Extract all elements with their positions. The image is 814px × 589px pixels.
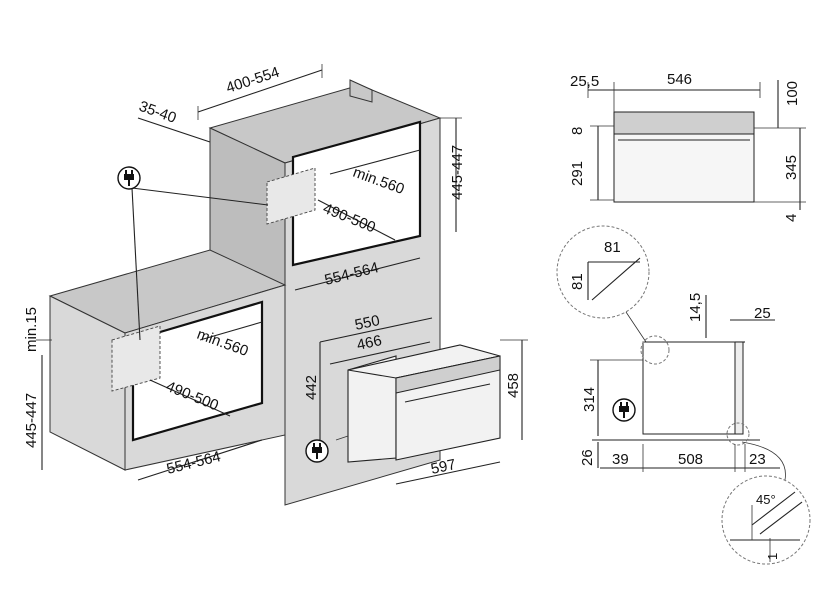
dim-body-height: 291: [569, 161, 586, 186]
dim-oven-height-left: 442: [303, 375, 320, 400]
dim-oven-width: 597: [429, 456, 457, 478]
dim-oven-height-right: 458: [505, 373, 522, 398]
dim-front: 39: [612, 451, 629, 468]
oven-dimension-lines: [319, 317, 528, 485]
dim-width: 546: [667, 71, 692, 88]
dim-left-offset: 25,5: [570, 73, 599, 90]
dim-oven-depth-inner: 466: [355, 332, 383, 354]
side-view: [590, 295, 786, 481]
dim-door: 25: [754, 305, 771, 322]
dim-top-clearance: 100: [784, 81, 801, 106]
dim-detail-h: 81: [569, 273, 586, 290]
front-view: [587, 80, 806, 210]
dim-angle-gap: 1: [765, 553, 780, 560]
power-plug-icon-side: [612, 398, 636, 422]
cabinet-isometric: [48, 79, 442, 506]
left-dimension-lines: [36, 64, 462, 481]
front-view-labels: 25,5 546 100 8 291 345 4: [569, 71, 801, 222]
dim-base: 26: [579, 449, 596, 466]
power-plug-icon: [117, 166, 141, 190]
dim-detail-w: 81: [604, 239, 621, 256]
bottom-detail-labels: 45° 1: [756, 492, 780, 560]
dim-top-width: 400-554: [224, 64, 282, 97]
dim-upper-height: 445-447: [449, 145, 466, 200]
dim-angle: 45°: [756, 492, 776, 507]
dim-lower-min: min.15: [23, 307, 40, 352]
dim-side-depth: 508: [678, 451, 703, 468]
detail-labels: 81 81: [569, 239, 621, 290]
dim-rear: 23: [749, 451, 766, 468]
dim-top-depth: 35-40: [137, 98, 179, 127]
dim-bottom: 4: [783, 214, 800, 222]
dim-total-height: 345: [783, 155, 800, 180]
dim-lower-height: 445-447: [23, 393, 40, 448]
power-plug-icon-oven: [305, 439, 329, 463]
dim-side-height: 314: [581, 387, 598, 412]
side-view-labels: 14,5 25 314 26 39 508 23: [579, 293, 771, 468]
dim-oven-depth-outer: 550: [353, 312, 381, 334]
dim-top-offset: 14,5: [687, 293, 704, 322]
oven-isometric: [335, 344, 501, 463]
dim-panel: 8: [569, 127, 586, 135]
oven-labels: 550 466 442 458 597: [303, 312, 522, 478]
detail-circle-bottom: [721, 475, 811, 565]
